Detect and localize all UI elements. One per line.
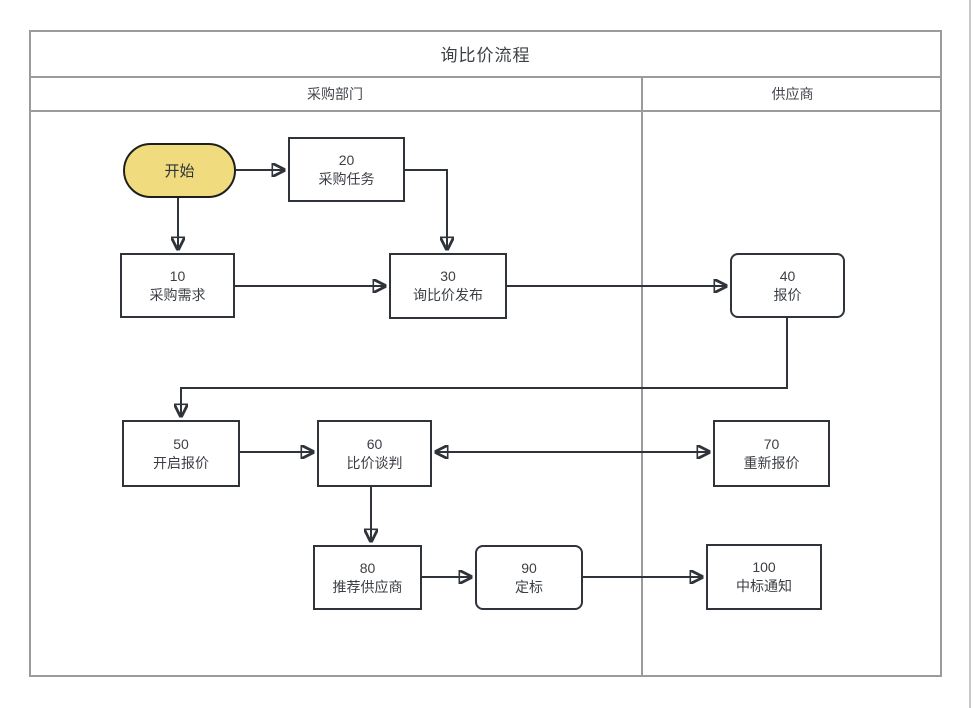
node-label: 采购需求: [149, 286, 206, 303]
diagram-title: 询比价流程: [440, 45, 531, 65]
node-number: 60: [366, 435, 383, 452]
node-label: 重新报价: [743, 454, 800, 471]
node-10-purchase-demand: 10 采购需求: [120, 253, 235, 318]
node-70-requote: 70 重新报价: [713, 420, 830, 487]
header-row-divider: [29, 110, 942, 112]
node-label: 推荐供应商: [332, 578, 403, 595]
title-row-divider: [29, 76, 942, 78]
node-label: 开启报价: [153, 454, 209, 471]
node-60-price-negotiation: 60 比价谈判: [317, 420, 432, 487]
start-node: 开始: [123, 143, 236, 198]
node-80-recommend-supplier: 80 推荐供应商: [313, 545, 422, 610]
node-label: 采购任务: [318, 170, 375, 187]
node-30-rfq-publish: 30 询比价发布: [389, 253, 507, 319]
node-50-open-quotes: 50 开启报价: [122, 420, 240, 487]
node-number: 80: [359, 559, 376, 576]
swimlane-frame: [29, 30, 942, 677]
lane-divider: [641, 76, 643, 677]
node-number: 50: [173, 435, 189, 452]
node-number: 40: [779, 267, 796, 284]
lane-header-purchasing: 采购部门: [307, 86, 363, 102]
node-100-award-notice: 100 中标通知: [706, 544, 822, 610]
node-40-quote: 40 报价: [730, 253, 845, 318]
node-label: 比价谈判: [346, 454, 403, 471]
node-label: 定标: [515, 578, 543, 595]
node-number: 70: [763, 435, 780, 452]
node-20-purchase-task: 20 采购任务: [288, 137, 405, 202]
node-label: 报价: [773, 286, 802, 303]
lane-header-supplier: 供应商: [771, 86, 814, 102]
node-number: 10: [169, 267, 186, 284]
node-number: 20: [338, 151, 355, 168]
node-number: 100: [752, 559, 776, 575]
page-edge-line: [969, 0, 971, 708]
node-number: 90: [521, 559, 537, 576]
node-90-award: 90 定标: [475, 545, 583, 610]
node-label: 中标通知: [736, 578, 792, 594]
node-number: 30: [440, 268, 456, 284]
node-label: 询比价发布: [413, 287, 483, 303]
